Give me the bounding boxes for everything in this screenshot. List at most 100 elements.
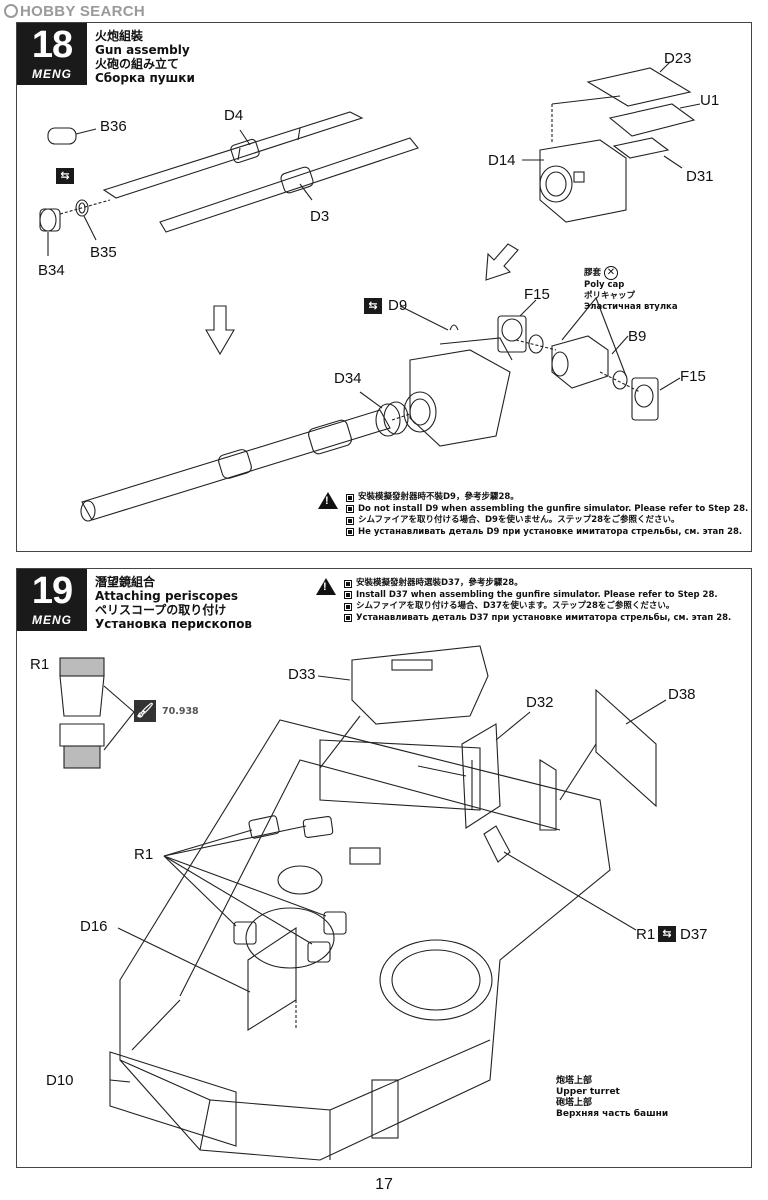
step-18-note: 安裝模擬發射器時不裝D9，參考步驟28。 Do not install D9 w…: [346, 492, 748, 538]
part-u1-drawing: [608, 103, 701, 137]
note-ru: Устанавливать деталь D37 при установке и…: [356, 612, 732, 623]
part-d14-drawing: [522, 139, 627, 223]
polycap-ru: Эластичная втулка: [584, 302, 678, 312]
upper-turret-ru: Верхняя часть башни: [556, 1109, 669, 1119]
part-b36-drawing: [47, 127, 97, 145]
note-en: Do not install D9 when assembling the gu…: [358, 503, 749, 514]
warning-icon: [318, 492, 338, 509]
upper-turret-label: 炮塔上部 Upper turret 砲塔上部 Верхняя часть баш…: [556, 1076, 668, 1120]
label-d23: D23: [664, 50, 692, 67]
part-b34-b35-drawing: [39, 199, 111, 256]
flag-en-icon: [346, 505, 354, 514]
part-f15-trunnion-a: [497, 299, 537, 353]
note-en: Install D37 when assembling the gunfire …: [356, 589, 718, 600]
label-b36: B36: [100, 118, 127, 135]
note-jp: シムファイアを取り付ける場合、D9を使いません。ステップ28をご参照ください。: [358, 515, 680, 525]
label-f15-top: F15: [524, 286, 550, 303]
part-d32-drawing: [417, 711, 531, 829]
flag-cn-icon: [346, 493, 354, 502]
periscopes-r1-drawing: [163, 815, 347, 963]
polycap-jp: ポリキャップ: [584, 291, 636, 301]
label-d4: D4: [224, 107, 244, 124]
step-19-badge: 19 MENG: [17, 569, 87, 631]
label-d10: D10: [46, 1072, 74, 1089]
step-19-title: 潛望鏡組合 Attaching periscopes ペリスコープの取り付け У…: [95, 575, 252, 631]
watermark-text: HOBBY SEARCH: [20, 3, 146, 20]
label-d14: D14: [488, 152, 516, 169]
polycap-label: 膠套 ✕ Poly cap ポリキャップ Эластичная втулка: [584, 266, 678, 313]
polycap-cn: 膠套: [584, 268, 602, 278]
simulator-icon-d37: ⇆: [658, 926, 676, 942]
title-en: Attaching periscopes: [95, 589, 239, 603]
flag-jp-icon: [344, 602, 352, 611]
note-cn: 安裝模擬發射器時選裝D37，參考步驟28。: [356, 578, 523, 588]
simulator-icon-d9: ⇆: [364, 298, 382, 314]
simulator-icon: ⇆: [56, 168, 74, 184]
warning-icon: [316, 578, 336, 595]
label-r1-d37: R1: [636, 926, 656, 943]
step-number: 19: [31, 570, 73, 612]
upper-turret-en: Upper turret: [556, 1087, 620, 1097]
note-ru: Не устанавливать деталь D9 при установке…: [358, 526, 743, 537]
part-d23-drawing: [586, 61, 692, 107]
part-d31-drawing: [612, 137, 683, 169]
upper-turret-jp: 砲塔上部: [556, 1098, 593, 1108]
paint-code: 70.938: [162, 706, 199, 717]
label-d31: D31: [686, 168, 714, 185]
part-d10-drawing: [109, 999, 237, 1147]
step-18-panel: 18 MENG 火炮組裝 Gun assembly 火砲の組み立て Сборка…: [16, 22, 752, 552]
part-b9-polycap-drawing: [528, 334, 629, 390]
label-u1: U1: [700, 92, 720, 109]
label-d34: D34: [334, 370, 362, 387]
label-r1-detail: R1: [30, 656, 50, 673]
label-d37: D37: [680, 926, 708, 943]
label-b34: B34: [38, 262, 65, 279]
label-d33: D33: [288, 666, 316, 683]
note-jp: シムファイアを取り付ける場合、D37を使います。ステップ28をご参照ください。: [356, 601, 675, 611]
title-jp: 火砲の組み立て: [95, 57, 180, 71]
part-d4-drawing: [102, 111, 364, 199]
watermark-logo-icon: [4, 4, 18, 18]
label-d16: D16: [80, 918, 108, 935]
label-d9: D9: [388, 297, 408, 314]
page-number: 17: [375, 1176, 393, 1193]
title-jp: ペリスコープの取り付け: [95, 603, 227, 617]
title-cn: 潛望鏡組合: [95, 575, 156, 589]
assembled-barrel-drawing: [80, 409, 411, 522]
label-b9: B9: [628, 328, 647, 345]
step-18-badge: 18 MENG: [17, 23, 87, 85]
watermark: HOBBY SEARCH: [4, 3, 145, 20]
part-d16-drawing: [117, 926, 297, 1031]
flag-ru-icon: [346, 528, 354, 537]
title-ru: Сборка пушки: [95, 71, 195, 85]
label-d32: D32: [526, 694, 554, 711]
polycap-en: Poly cap: [584, 280, 625, 290]
direction-arrow-2: [485, 243, 519, 281]
label-d3: D3: [310, 208, 330, 225]
title-cn: 火炮組裝: [95, 29, 144, 43]
label-d38: D38: [668, 686, 696, 703]
part-d38-drawing: [559, 688, 667, 808]
note-cn: 安裝模擬發射器時不裝D9，參考步驟28。: [358, 492, 519, 502]
flag-jp-icon: [346, 516, 354, 525]
label-r1-periscopes: R1: [134, 846, 154, 863]
part-f15-trunnion-b: [631, 377, 681, 421]
step-number: 18: [31, 24, 73, 66]
part-d37-drawing: [483, 825, 637, 931]
part-d9-breech-drawing: [399, 305, 513, 447]
r1-detail-drawing: [59, 657, 135, 769]
upper-turret-cn: 炮塔上部: [556, 1076, 593, 1086]
brand-logo: MENG: [32, 67, 72, 81]
part-d3-drawing: [159, 137, 419, 233]
flag-ru-icon: [344, 614, 352, 623]
paint-brush-icon: 🖌: [134, 700, 156, 722]
label-b35: B35: [90, 244, 117, 261]
flag-cn-icon: [344, 579, 352, 588]
part-d33-drawing: [317, 645, 489, 769]
direction-arrow-1: [205, 305, 235, 356]
title-ru: Установка перископов: [95, 617, 253, 631]
step-19-panel: 19 MENG 潛望鏡組合 Attaching periscopes ペリスコー…: [16, 568, 752, 1168]
step-19-note: 安裝模擬發射器時選裝D37，參考步驟28。 Install D37 when a…: [344, 578, 731, 624]
polycap-x-icon: ✕: [603, 266, 618, 280]
